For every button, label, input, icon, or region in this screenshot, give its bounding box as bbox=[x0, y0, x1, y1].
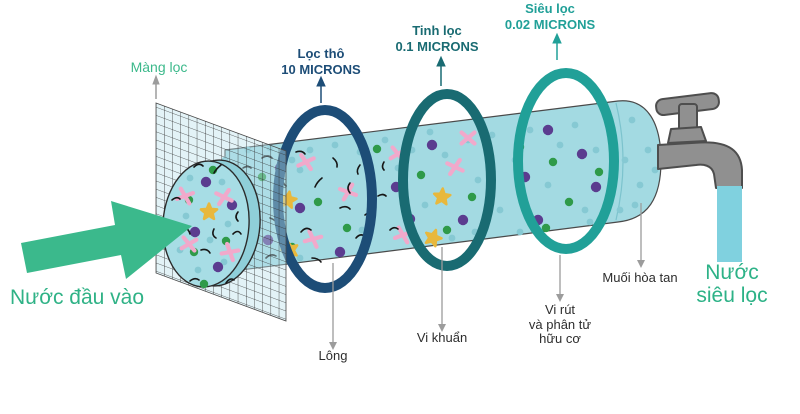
stage-size: 0.02 MICRONS bbox=[504, 16, 596, 32]
faucet-icon bbox=[655, 92, 743, 189]
tube-front-face bbox=[162, 159, 261, 289]
bacteria-label: Vi khuẩn bbox=[416, 330, 468, 345]
salt-label: Muối hòa tan bbox=[602, 270, 678, 285]
ultra-filter-ring bbox=[513, 68, 619, 254]
contaminant-pointer-lines bbox=[329, 203, 645, 350]
faucet-spout bbox=[657, 141, 743, 189]
input-water-label: Nước đầu vào bbox=[9, 286, 145, 309]
stage-label-coarse: Lọc thô 10 MICRONS bbox=[259, 46, 383, 77]
stage-name: Siêu lọc bbox=[525, 1, 575, 16]
hair-label: Lông bbox=[318, 348, 348, 363]
stage-name: Tinh lọc bbox=[412, 23, 462, 38]
virus-label: Vi rút và phân tử hữu cơ bbox=[528, 302, 592, 346]
fine-filter-ring bbox=[398, 89, 496, 271]
stage-pointer-arrows bbox=[152, 32, 562, 103]
input-water-arrow bbox=[21, 201, 192, 279]
output-water-stream bbox=[717, 186, 742, 262]
front-face-particles bbox=[171, 163, 242, 289]
output-water-label: Nước siêu lọc bbox=[696, 261, 768, 307]
stage-name: Lọc thô bbox=[297, 46, 345, 61]
stage-label-fine: Tinh lọc 0.1 MICRONS bbox=[375, 23, 499, 54]
membrane-label: Màng lọc bbox=[130, 59, 188, 75]
stage-size: 10 MICRONS bbox=[281, 61, 361, 77]
stage-label-ultra: Siêu lọc 0.02 MICRONS bbox=[488, 1, 612, 32]
stage-size: 0.1 MICRONS bbox=[395, 38, 479, 54]
